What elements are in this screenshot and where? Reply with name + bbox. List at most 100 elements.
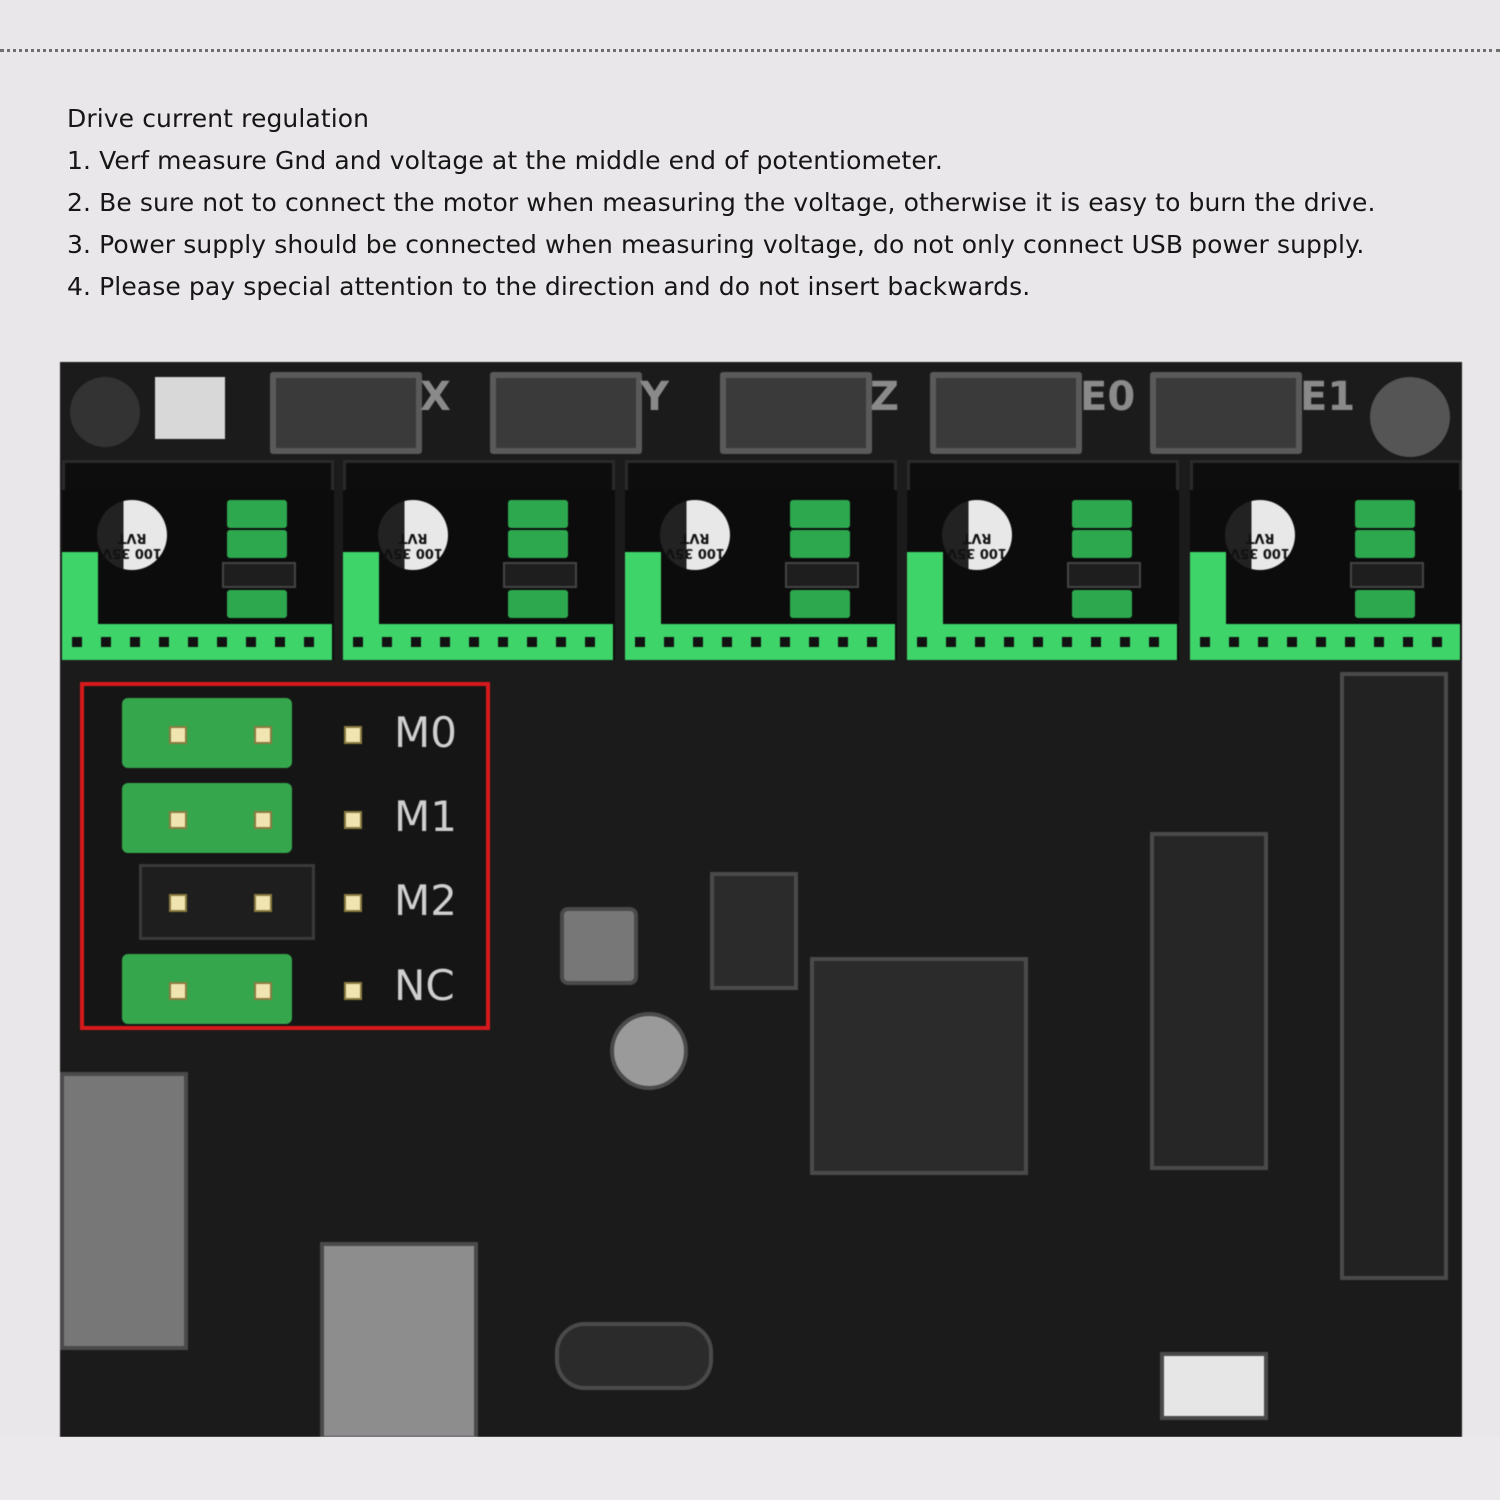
mainboard-photo: X Y Z E0 E1 100 35V RVT 100 35V RVT 100 35V RV… [60,362,1462,1437]
pin-hole [382,637,392,647]
stepper-driver-module: 100 35V RVT [343,490,615,660]
pin-hole [867,637,877,647]
green-pin-header [343,624,613,660]
pin-hole [917,637,927,647]
label-m2: M2 [394,876,457,925]
axis-label: X [420,374,451,420]
pin-hole [275,637,285,647]
pin-hole [72,637,82,647]
header-pin [254,726,272,744]
motor-connector [270,372,422,454]
pin-hole [664,637,674,647]
header-pin [254,811,272,829]
pin-hole [440,637,450,647]
pin-hole [353,637,363,647]
usb-port [320,1242,478,1437]
pin-hole [838,637,848,647]
header-pin [344,982,362,1000]
motor-connector [720,372,872,454]
pin-hole [1120,637,1130,647]
pin-hole [159,637,169,647]
jumper [508,500,568,528]
stepper-driver-module: 100 35V RVT [1190,490,1462,660]
motor-connector [1150,372,1302,454]
jumper-shunt [1350,562,1424,588]
pin-hole [1316,637,1326,647]
pin-hole [1033,637,1043,647]
pin-hole [1200,637,1210,647]
jumper [227,530,287,558]
green-pin-header [625,624,895,660]
jumper-shunt [1067,562,1141,588]
pin-hole [1287,637,1297,647]
inductor [560,907,638,985]
white-connector [1160,1352,1268,1420]
jumper [1355,530,1415,558]
pin-hole [1403,637,1413,647]
stepper-driver-module: 100 35V RVT [625,490,897,660]
jumper [508,590,568,618]
dotted-divider [0,49,1500,52]
pin-hole [1374,637,1384,647]
pin-hole [527,637,537,647]
green-pin-header [907,624,1177,660]
instruction-item: 4. Please pay special attention to the d… [67,272,1031,301]
jumper [1355,590,1415,618]
stepper-driver-module: 100 35V RVT [907,490,1179,660]
pin-hole [556,637,566,647]
power-terminal [60,1072,188,1350]
white-connector [155,377,225,439]
capacitor: 100 35V RVT [97,500,167,570]
jumper [790,590,850,618]
header-pin [254,894,272,912]
pin-hole [780,637,790,647]
jumper-shunt [785,562,859,588]
instruction-item: 2. Be sure not to connect the motor when… [67,188,1376,217]
pin-hole [246,637,256,647]
pin-hole [1345,637,1355,647]
instructions-title: Drive current regulation [67,104,370,133]
pin-hole [498,637,508,647]
capacitor: 100 35V RVT [660,500,730,570]
capacitor: 100 35V RVT [942,500,1012,570]
green-pin-header [1190,624,1460,660]
header-pin [344,726,362,744]
pin-hole [1149,637,1159,647]
pin-hole [722,637,732,647]
pin-hole [975,637,985,647]
jumper [508,530,568,558]
axis-label: Y [640,374,669,420]
jumper [1072,590,1132,618]
pin-hole [304,637,314,647]
pin-hole [411,637,421,647]
pin-hole [1229,637,1239,647]
header-pin [344,811,362,829]
pin-hole [693,637,703,647]
jumper-shunt [222,562,296,588]
pin-hole [1004,637,1014,647]
pin-hole [130,637,140,647]
instruction-item: 3. Power supply should be connected when… [67,230,1365,259]
pin-hole [188,637,198,647]
jumper [227,590,287,618]
pin-hole [1432,637,1442,647]
ic-chip [710,872,798,990]
capacitor [610,1012,688,1090]
header-pin [169,894,187,912]
stepper-driver-module: 100 35V RVT [62,490,334,660]
capacitor: 100 35V RVT [1225,500,1295,570]
axis-label: E0 [1080,374,1136,420]
mounting-hole [1370,377,1450,457]
pin-hole [751,637,761,647]
header-pin [169,982,187,1000]
axis-label: E1 [1300,374,1356,420]
motor-connector [930,372,1082,454]
pin-hole [1258,637,1268,647]
pin-hole [469,637,479,647]
green-side-connector [343,552,379,632]
pin-hole [101,637,111,647]
jumper [790,530,850,558]
header-pin [169,726,187,744]
axis-label: Z [870,374,900,420]
header-pin [169,811,187,829]
